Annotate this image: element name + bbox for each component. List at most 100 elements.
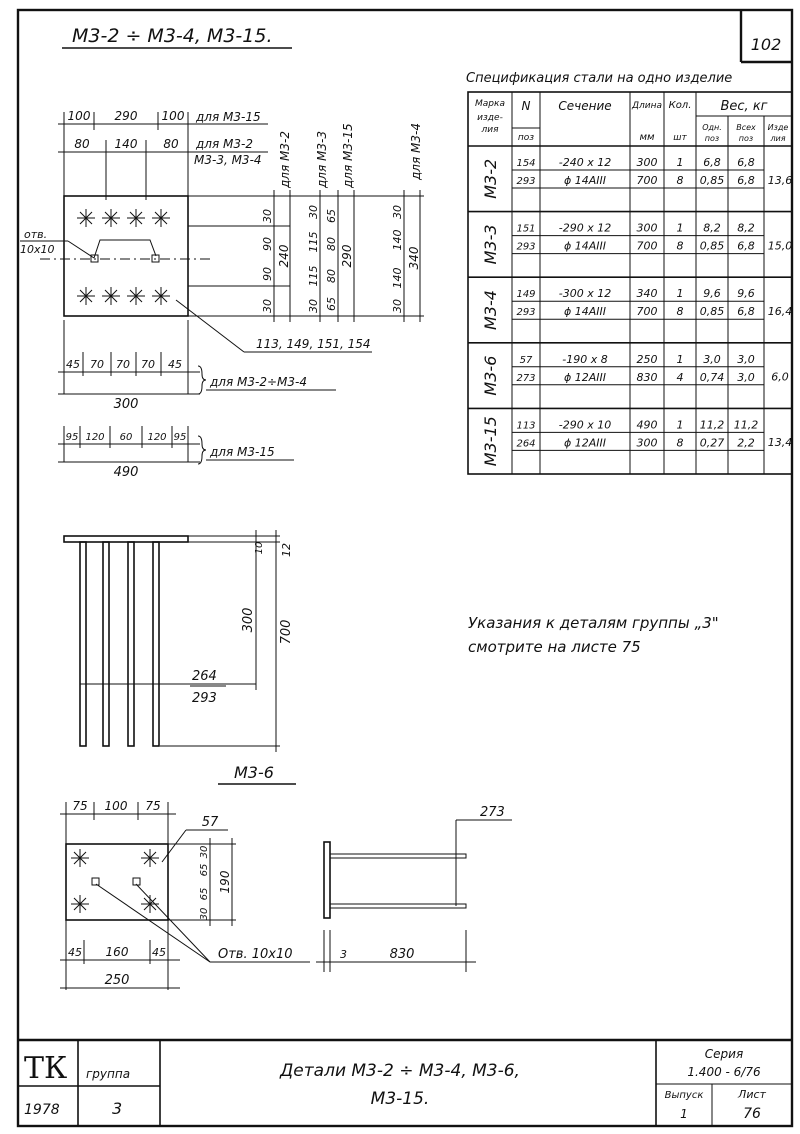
m36-plate-side (323, 841, 331, 919)
m36-dim-top-2: 100 (105, 799, 128, 813)
label-bottom-m315: для М3-15 (209, 445, 275, 459)
drawing-name-1: Детали М3-2 ÷ М3-4, М3-6, (279, 1061, 520, 1081)
dim-bot-m315-1: 95 (66, 432, 79, 443)
spec-qty: 1 (677, 287, 684, 300)
m36-side-total: 190 (218, 870, 232, 893)
spec-mark: М3-2 (481, 159, 500, 199)
side-m34-total: 340 (407, 246, 421, 269)
spec-qty: 8 (677, 240, 684, 253)
spec-section: ϕ 14АIII (564, 240, 606, 253)
spec-section: -240 х 12 (559, 156, 611, 169)
spec-qty: 8 (677, 305, 684, 318)
spec-weight-all: 3,0 (737, 371, 755, 384)
hdr-section: Сечение (558, 99, 611, 113)
m36-dim-top-3: 75 (145, 799, 160, 813)
issue-label: Выпуск (665, 1090, 704, 1101)
spec-length: 700 (637, 174, 658, 187)
hdr-w-item-1: Изде (768, 123, 789, 132)
m36-detail: М3-6 75 100 75 57 30 65 65 30 190 (60, 763, 512, 990)
side-m315-label: для М3-15 (341, 123, 355, 189)
side-m33-2: 115 (307, 232, 320, 253)
spec-weight-all: 2,2 (737, 436, 755, 449)
spec-weight-all: 6,8 (737, 174, 755, 187)
elev-dim-plate: 10 (254, 542, 265, 555)
m36-side-2: 65 (199, 864, 210, 877)
spec-weight-all: 3,0 (737, 353, 755, 366)
dim-bot-m32-2: 70 (90, 358, 104, 371)
side-m34-1: 30 (391, 205, 404, 219)
spec-weight-one: 0,27 (700, 436, 725, 449)
dim-top-m315-3: 100 (162, 109, 185, 123)
dim-top-m32-1: 80 (74, 137, 90, 151)
series-value: 1.400 - 6/76 (687, 1065, 761, 1079)
hole-label-2: 10x10 (20, 243, 55, 256)
sheet-value: 76 (743, 1106, 761, 1122)
side-m32-label: для М3-2 (278, 131, 292, 189)
hdr-num-2: поз (518, 133, 534, 143)
elev-pos-a: 264 (192, 669, 217, 684)
m36-title: М3-6 (234, 763, 274, 782)
elevation-view: 10 12 300 700 264 293 (63, 530, 294, 752)
elevation-plate (63, 535, 189, 543)
hdr-mark-2: изде- (477, 113, 503, 123)
side-m315-1: 65 (325, 209, 338, 223)
spec-qty: 1 (677, 353, 684, 366)
spec-length: 830 (637, 371, 658, 384)
side-m315-4: 65 (325, 297, 338, 311)
dim-bot-m32-3: 70 (116, 358, 130, 371)
label-for-m32-top: для М3-2 (195, 137, 253, 151)
page-title: М3-2 ÷ М3-4, М3-15. (72, 25, 272, 47)
label-for-m315-top: для М3-15 (195, 110, 261, 124)
spec-mark: М3-6 (481, 356, 500, 396)
hdr-length-2: мм (639, 132, 655, 143)
m36-hole-label: Отв. 10x10 (218, 947, 293, 962)
side-m33-1: 30 (307, 205, 320, 219)
spec-pos: 149 (516, 289, 535, 300)
spec-weight-one: 9,6 (703, 287, 721, 300)
dim-top-m315-1: 100 (68, 109, 91, 123)
spec-qty: 1 (677, 222, 684, 235)
spec-weight-one: 0,85 (700, 174, 725, 187)
side-dimensions: для М3-2 30 90 90 30 240 для М3-3 30 115… (188, 123, 424, 322)
side-m315-total: 290 (340, 244, 354, 267)
page-number: 102 (751, 35, 782, 54)
dim-bot-m315-4: 120 (147, 432, 166, 443)
elevation-anchors (79, 541, 160, 747)
dim-total-m32: 300 (114, 397, 139, 412)
m36-dim-top-1: 75 (72, 799, 87, 813)
spec-weight-one: 0,74 (700, 371, 725, 384)
spec-section: -190 х 8 (562, 353, 607, 366)
side-m34-4: 30 (391, 299, 404, 313)
spec-qty: 1 (677, 156, 684, 169)
hdr-qty-2: шт (673, 133, 687, 143)
spec-qty: 8 (677, 436, 684, 449)
side-m32-total: 240 (277, 244, 291, 267)
series-label: Серия (705, 1047, 743, 1061)
spec-pos: 293 (516, 176, 535, 187)
spec-mark: М3-4 (481, 290, 500, 330)
spec-title: Спецификация стали на одно изделие (466, 71, 732, 86)
callout-positions: 113, 149, 151, 154 (256, 337, 371, 351)
spec-pos: 293 (516, 242, 535, 253)
spec-section: -290 х 10 (559, 418, 611, 431)
label-bottom-m32: для М3-2÷М3-4 (209, 375, 307, 389)
spec-weight-all: 6,8 (737, 156, 755, 169)
elev-pos-b: 293 (192, 691, 217, 706)
spec-weight-one: 0,85 (700, 240, 725, 253)
spec-section: -300 х 12 (559, 287, 611, 300)
dim-top-m32-3: 80 (163, 137, 179, 151)
title-block: ТК группа 1978 3 Детали М3-2 ÷ М3-4, М3-… (18, 1038, 792, 1126)
elev-dim-long: 700 (279, 620, 294, 645)
m36-rod-pos: 273 (480, 805, 505, 820)
side-m33-4: 30 (307, 299, 320, 313)
spec-item-total: 15,0 (768, 239, 793, 252)
hdr-w-one-2: поз (705, 134, 719, 143)
m36-dim-bot-1: 45 (68, 946, 82, 959)
m36-plate-thk: 3 (340, 948, 347, 961)
spec-section: ϕ 12АIII (564, 371, 606, 384)
spec-weight-one: 11,2 (700, 418, 725, 431)
spec-qty: 1 (677, 418, 684, 431)
dim-bot-m32-4: 70 (141, 358, 155, 371)
